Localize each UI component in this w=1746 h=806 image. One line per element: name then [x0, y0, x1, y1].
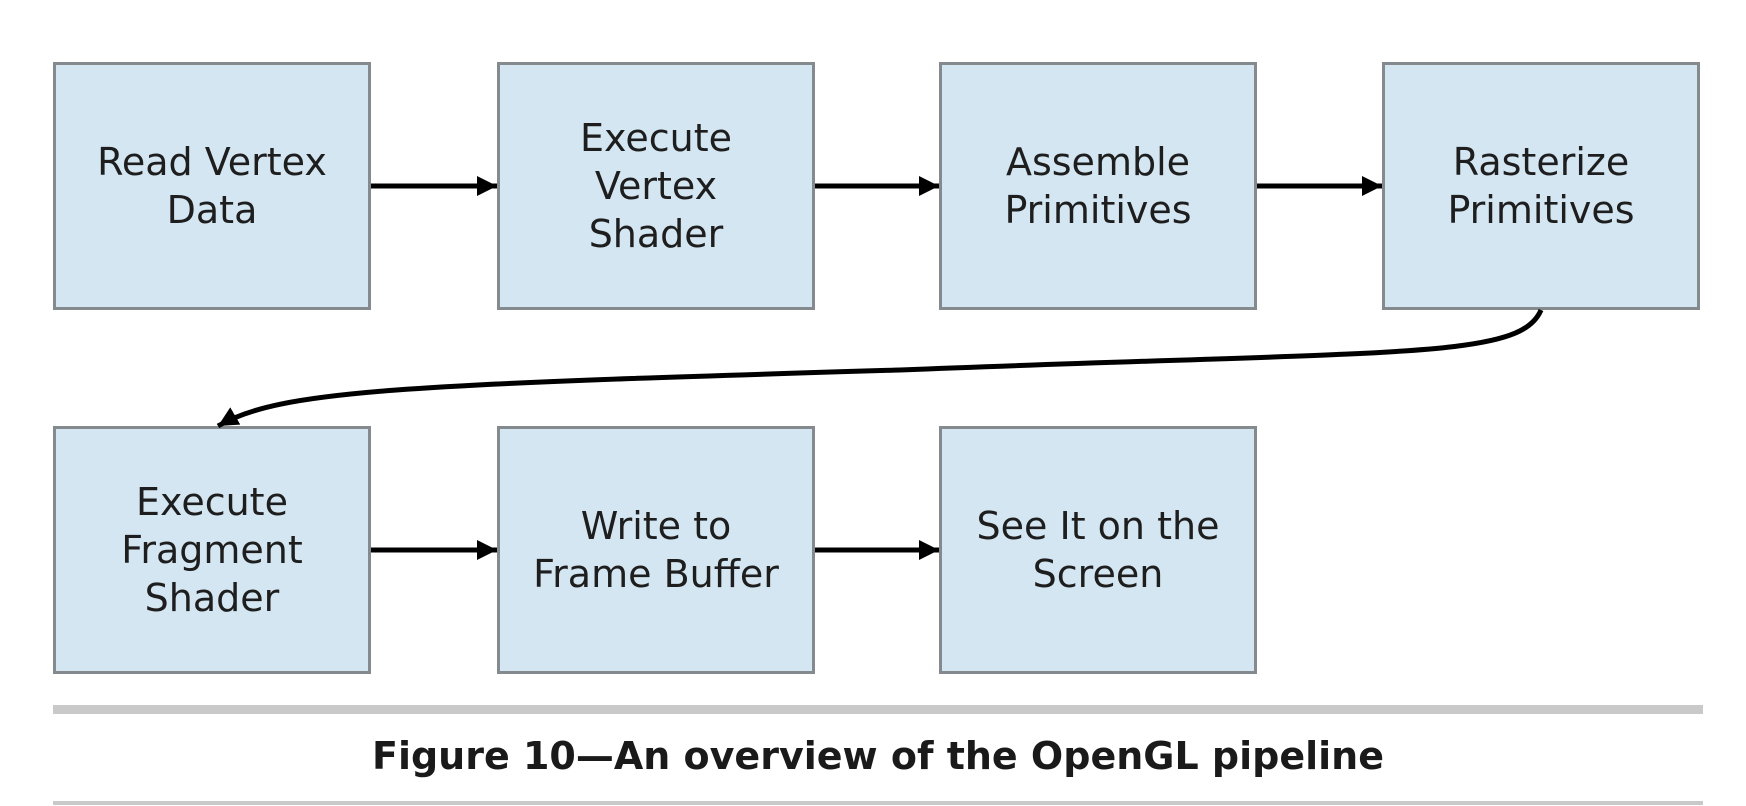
node-execute-fragment-shader: Execute Fragment Shader [53, 426, 371, 674]
node-label: Execute Fragment Shader [121, 480, 303, 620]
node-label: Read Vertex Data [97, 140, 327, 232]
node-label: Rasterize Primitives [1447, 140, 1635, 232]
node-label: Assemble Primitives [1004, 140, 1192, 232]
arrow-rasterize-to-fragment-shader [216, 308, 1544, 429]
figure-caption: Figure 10—An overview of the OpenGL pipe… [372, 734, 1384, 778]
node-see-it-on-the-screen: See It on the Screen [939, 426, 1257, 674]
node-label: See It on the Screen [976, 504, 1220, 596]
node-read-vertex-data: Read Vertex Data [53, 62, 371, 310]
node-write-to-frame-buffer: Write to Frame Buffer [497, 426, 815, 674]
node-label: Execute Vertex Shader [580, 116, 732, 256]
node-rasterize-primitives: Rasterize Primitives [1382, 62, 1700, 310]
node-assemble-primitives: Assemble Primitives [939, 62, 1257, 310]
caption-bottom-rule [53, 801, 1703, 805]
node-execute-vertex-shader: Execute Vertex Shader [497, 62, 815, 310]
node-label: Write to Frame Buffer [533, 504, 779, 596]
caption-top-rule [53, 705, 1703, 714]
